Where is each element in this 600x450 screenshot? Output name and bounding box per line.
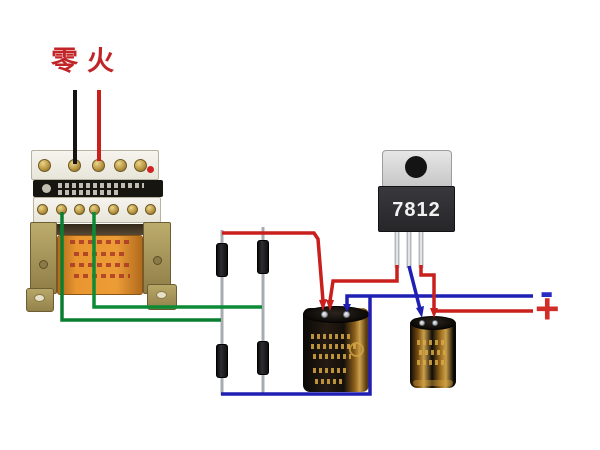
terminal-screw: [38, 159, 51, 172]
regulator-body: 7812: [378, 186, 455, 232]
terminal-screw: [92, 159, 105, 172]
indicator-dot: [147, 166, 154, 173]
bridge-positive-wire: [222, 231, 325, 302]
terminal-screw: [89, 204, 100, 215]
output-cap-positive-terminal: [432, 320, 438, 326]
output-cap-negative-terminal: [419, 320, 425, 326]
capacitor-label-text: [313, 354, 351, 359]
winding-label-text: [74, 274, 130, 278]
filter-capacitor: [303, 306, 369, 392]
bridge-diode-top-left: [216, 243, 228, 277]
capacitor-label-text: [419, 350, 445, 355]
regulator-input-wire: [328, 265, 399, 302]
bridge-diode-top-right: [257, 240, 269, 274]
frame-screw: [153, 256, 162, 265]
transformer-label-text: [58, 183, 144, 188]
transformer-label-text: [58, 190, 120, 195]
ac-neutral-label: 零: [51, 46, 78, 76]
capacitor-logo-mark: [349, 342, 364, 357]
capacitor-label-text: [313, 368, 347, 373]
terminal-screw: [127, 204, 138, 215]
frame-screw: [39, 260, 48, 269]
filter-cap-negative-terminal: [343, 311, 350, 318]
capacitor-sleeve-rim: [413, 380, 453, 386]
transformer-brand-logo: [42, 184, 51, 193]
transformer-frame-left: [30, 222, 57, 294]
terminal-screw: [134, 159, 147, 172]
capacitor-label-text: [311, 334, 353, 339]
regulator-output-wire: [419, 265, 533, 313]
terminal-screw: [56, 204, 67, 215]
regulator-mounting-hole: [405, 156, 427, 178]
capacitor-label-text: [315, 379, 345, 384]
foot-mounting-hole: [156, 291, 167, 299]
capacitor-label-text: [417, 340, 447, 345]
capacitor-label-text: [417, 360, 447, 365]
winding-label-text: [74, 252, 128, 256]
dc-ground-rail: [345, 294, 533, 305]
transformer-foot-left: [26, 288, 54, 312]
dc-negative-label: -: [540, 270, 554, 314]
terminal-screw: [114, 159, 127, 172]
filter-capacitor-top: [303, 306, 369, 323]
transformer-laminations: [57, 224, 143, 235]
terminal-screw: [145, 204, 156, 215]
ac-live-label: 火: [87, 46, 114, 76]
terminal-screw: [68, 159, 81, 172]
bridge-diode-bottom-right: [257, 341, 269, 375]
terminal-screw: [37, 204, 48, 215]
terminal-screw: [74, 204, 85, 215]
regulator-ground-wire: [407, 265, 422, 310]
filter-cap-positive-terminal: [321, 311, 328, 318]
bridge-diode-bottom-left: [216, 344, 228, 378]
winding-label-text: [70, 263, 130, 267]
winding-label-text: [70, 240, 132, 244]
regulator-part-number: 7812: [392, 199, 441, 221]
dc-positive-label: +: [535, 285, 560, 332]
terminal-screw: [108, 204, 119, 215]
output-capacitor: [410, 316, 456, 388]
foot-mounting-hole: [34, 294, 45, 302]
